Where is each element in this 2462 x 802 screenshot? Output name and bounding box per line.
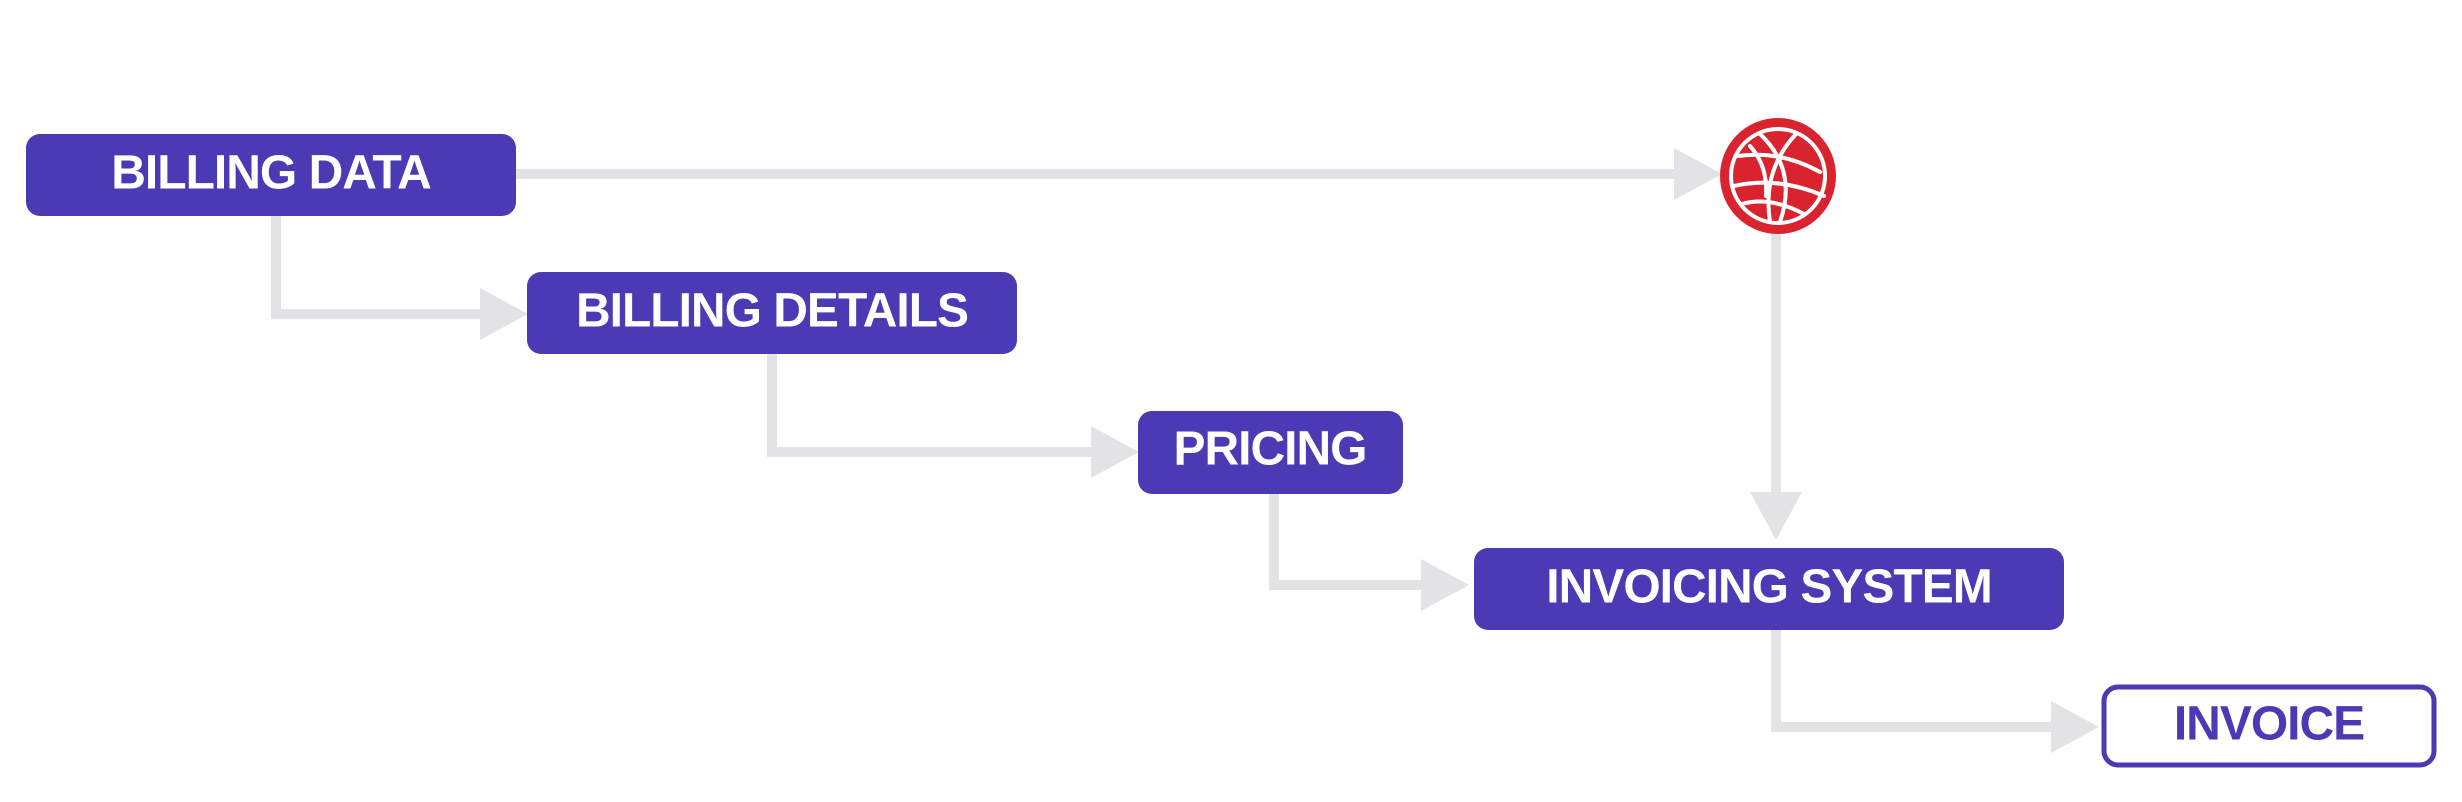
arrowhead-to-invoicing-system-from-globe	[1750, 492, 1802, 540]
arrowhead-to-pricing	[1091, 426, 1139, 478]
node-billing-details[interactable]: BILLING DETAILS	[527, 272, 1017, 354]
globe-icon-lines	[1732, 132, 1826, 224]
node-billing-details-label: BILLING DETAILS	[576, 285, 968, 338]
node-billing-details-box	[527, 272, 1017, 354]
connectors	[271, 169, 2055, 732]
globe-icon[interactable]	[1720, 118, 1836, 234]
node-invoicing-system[interactable]: INVOICING SYSTEM	[1474, 548, 2064, 630]
arrowhead-to-billing-details	[480, 288, 528, 340]
node-invoicing-system-label: INVOICING SYSTEM	[1546, 561, 1991, 614]
node-invoicing-system-box	[1474, 548, 2064, 630]
connector-billing-details-to-pricing	[767, 354, 1095, 457]
node-pricing-label: PRICING	[1173, 423, 1366, 476]
arrowhead-to-globe	[1674, 148, 1722, 200]
arrowhead-to-invoicing-system-from-pricing	[1421, 559, 1469, 611]
node-invoice-box	[2101, 684, 2437, 768]
node-invoice[interactable]: INVOICE	[2101, 684, 2437, 768]
connector-billing-data-to-billing-details	[271, 216, 484, 319]
arrowhead-to-invoice	[2051, 701, 2099, 753]
connector-pricing-to-invoicing-system	[1269, 494, 1425, 590]
node-billing-data-box	[26, 134, 516, 216]
node-billing-data[interactable]: BILLING DATA	[26, 134, 516, 216]
globe-icon-outer	[1720, 118, 1836, 234]
node-billing-data-label: BILLING DATA	[111, 147, 431, 200]
node-pricing[interactable]: PRICING	[1138, 411, 1403, 494]
connector-invoicing-system-to-invoice	[1771, 630, 2055, 732]
arrowheads	[480, 148, 2099, 753]
globe-icon-ring	[1729, 127, 1827, 225]
node-invoice-label: INVOICE	[2174, 698, 2364, 751]
node-pricing-box	[1138, 411, 1403, 494]
